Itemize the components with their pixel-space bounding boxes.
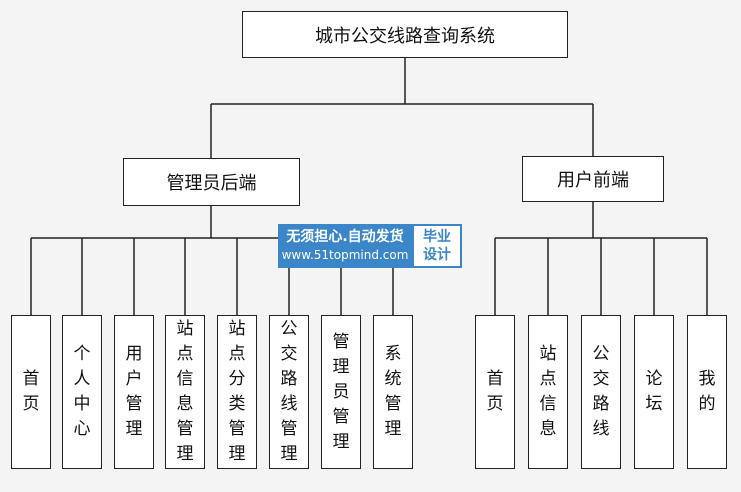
admin-node-label: 管理员后端 [166,173,257,194]
admin-leaf-bus-route-management: 公交路线管理 [269,315,309,469]
admin-leaf-personal-center: 个人中心 [62,315,102,469]
admin-leaf-label: 系统管理 [384,344,402,439]
user-leaf-label: 站点信息 [539,344,557,439]
admin-leaf-system-management: 系统管理 [373,315,413,469]
watermark-banner: 无须担心.自动发货 www.51topmind.com [278,224,412,268]
admin-leaf-label: 用户管理 [125,344,143,439]
admin-leaf-label: 站点分类管理 [228,319,246,464]
user-leaf-mine: 我的 [687,315,727,469]
user-leaf-forum: 论坛 [634,315,674,469]
watermark-badge-line1: 毕业 [423,229,451,245]
user-leaf-station-info: 站点信息 [528,315,568,469]
admin-leaf-label: 个人中心 [73,344,91,439]
admin-leaf-label: 管理员管理 [332,331,350,452]
user-node: 用户前端 [522,156,664,202]
admin-leaf-user-management: 用户管理 [114,315,154,469]
admin-leaf-admin-management: 管理员管理 [321,315,361,469]
root-node-label: 城市公交线路查询系统 [315,25,495,47]
admin-leaf-station-info-management: 站点信息管理 [165,315,205,469]
user-leaf-label: 公交路线 [592,344,610,439]
user-leaf-label: 首页 [486,369,504,414]
user-leaf-label: 我的 [698,369,716,414]
admin-node: 管理员后端 [123,158,300,206]
admin-leaf-station-category-management: 站点分类管理 [217,315,257,469]
user-leaf-label: 论坛 [645,369,663,414]
user-leaf-home: 首页 [475,315,515,469]
admin-leaf-label: 公交路线管理 [280,319,298,464]
admin-leaf-label: 首页 [22,369,40,414]
watermark-url: www.51topmind.com [281,248,409,262]
admin-leaf-label: 站点信息管理 [176,319,194,464]
watermark-badge: 毕业 设计 [412,224,462,268]
admin-leaf-home: 首页 [11,315,51,469]
watermark-slogan: 无须担心.自动发货 [286,229,404,245]
user-node-label: 用户前端 [557,170,629,191]
root-node: 城市公交线路查询系统 [242,11,568,58]
user-leaf-bus-route: 公交路线 [581,315,621,469]
watermark-badge-line2: 设计 [423,247,451,263]
